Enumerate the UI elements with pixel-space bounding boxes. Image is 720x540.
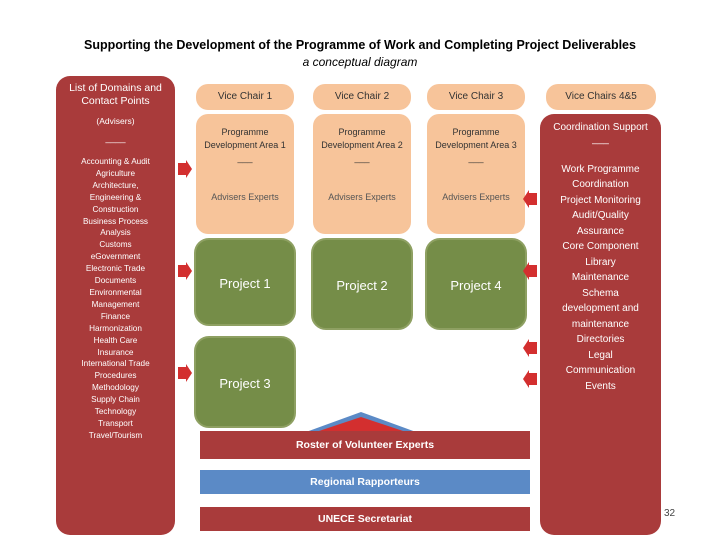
domain-item: Business Process: [82, 216, 149, 226]
coordination-panel: Coordination Support ___ Work Programme …: [540, 114, 661, 535]
domain-item: Documents: [94, 276, 137, 286]
unece-secretariat: UNECE Secretariat: [200, 507, 530, 531]
arrow-left-icon: [523, 370, 537, 388]
programme-area-label: Programme Development Area 3: [435, 127, 517, 150]
coordination-item: Coordination: [572, 179, 629, 190]
arrow-right-icon: [178, 262, 192, 280]
programme-area-1: Programme Development Area 1 ___ Adviser…: [196, 114, 294, 234]
vice-chair-1: Vice Chair 1: [196, 84, 294, 110]
programme-area-rule: ___: [354, 153, 370, 163]
coordination-item: Work Programme: [561, 163, 640, 175]
domain-item: Insurance: [97, 347, 134, 357]
coordination-item: Assurance: [576, 225, 625, 237]
coordination-item: development and: [562, 303, 639, 314]
programme-area-label: Programme Development Area 2: [321, 127, 403, 150]
domain-item: Analysis: [100, 228, 131, 238]
programme-area-rule: ___: [468, 153, 484, 163]
project-2: Project 2: [311, 238, 413, 330]
domains-sidebar: List of Domains and Contact Points (Advi…: [56, 76, 175, 535]
domain-item: Customs: [99, 240, 132, 250]
domain-item: Engineering &: [89, 192, 142, 202]
project-3: Project 3: [194, 336, 296, 428]
coordination-item: Maintenance: [571, 272, 630, 283]
advisers-experts: Advisers Experts: [328, 192, 396, 202]
domain-item: Architecture,: [92, 180, 139, 190]
diagram-subtitle: a conceptual diagram: [302, 55, 418, 69]
arrow-left-icon: [523, 339, 537, 357]
domain-item: International Trade: [81, 359, 150, 369]
domain-item: Harmonization: [89, 323, 142, 333]
domain-item: Procedures: [94, 371, 137, 381]
arrow-up-icon: [306, 412, 416, 432]
domain-item: Health Care: [93, 335, 138, 345]
domain-item: Accounting & Audit: [81, 157, 150, 166]
project-4: Project 4: [425, 238, 527, 330]
domain-item: Methodology: [92, 383, 139, 393]
project-1: Project 1: [194, 238, 296, 326]
domain-item: Transport: [98, 418, 133, 428]
diagram-title: Supporting the Development of the Progra…: [84, 38, 636, 52]
regional-rapporteurs: Regional Rapporteurs: [200, 470, 530, 494]
coordination-item: Communication: [565, 365, 636, 376]
vice-chair-3: Vice Chair 3: [427, 84, 525, 110]
coordination-item: Directories: [576, 334, 625, 345]
arrow-right-icon: [178, 160, 192, 178]
programme-area-rule: ___: [237, 153, 253, 163]
coordination-item: Project Monitoring: [560, 194, 641, 206]
domain-item: Environmental: [89, 287, 142, 297]
project-2-label: Project 2: [336, 278, 388, 293]
vice-chair-2: Vice Chair 2: [313, 84, 411, 110]
coordination-item: Audit/Quality: [572, 210, 629, 221]
domain-item: Finance: [100, 311, 131, 321]
programme-area-2: Programme Development Area 2 ___ Adviser…: [313, 114, 411, 234]
arrow-left-icon: [523, 262, 537, 280]
project-3-label: Project 3: [219, 376, 271, 391]
coordination-item: Library: [585, 256, 616, 268]
domain-item: Supply Chain: [91, 395, 140, 405]
coordination-item: Legal: [588, 349, 613, 361]
arrow-left-icon: [523, 190, 537, 208]
coordination-rule: ___: [592, 133, 609, 145]
programme-area-3: Programme Development Area 3 ___ Adviser…: [427, 114, 525, 234]
advisers-experts: Advisers Experts: [442, 192, 510, 202]
domain-item: Technology: [94, 407, 137, 417]
vice-chairs-4-5: Vice Chairs 4&5: [546, 84, 656, 110]
page-number: 32: [664, 508, 676, 519]
coordination-item: Core Component: [562, 241, 639, 252]
sidebar-rule: ____: [105, 133, 126, 143]
domain-item: Agriculture: [95, 168, 136, 178]
advisers-experts: Advisers Experts: [211, 192, 279, 202]
coordination-heading: Coordination Support: [553, 122, 648, 133]
domains-heading: List of Domains and Contact Points: [69, 82, 162, 107]
domain-list: Accounting & Audit Agriculture Architect…: [56, 156, 175, 442]
project-1-label: Project 1: [219, 276, 271, 291]
coordination-item: Events: [585, 380, 616, 392]
domain-item: Electronic Trade: [85, 264, 146, 274]
domain-item: eGovernment: [90, 252, 141, 262]
domain-item: Travel/Tourism: [88, 430, 143, 440]
coordination-list: Work Programme Coordination Project Moni…: [540, 162, 661, 395]
coordination-item: Schema: [582, 287, 619, 299]
programme-area-label: Programme Development Area 1: [204, 127, 286, 150]
coordination-item: maintenance: [571, 318, 630, 330]
domain-item: Construction: [92, 204, 139, 214]
roster-of-volunteer-experts: Roster of Volunteer Experts: [200, 431, 530, 459]
domain-item: Management: [91, 299, 140, 309]
advisers-subheading: (Advisers): [96, 116, 135, 126]
project-4-label: Project 4: [450, 278, 502, 293]
arrow-right-icon: [178, 364, 192, 382]
